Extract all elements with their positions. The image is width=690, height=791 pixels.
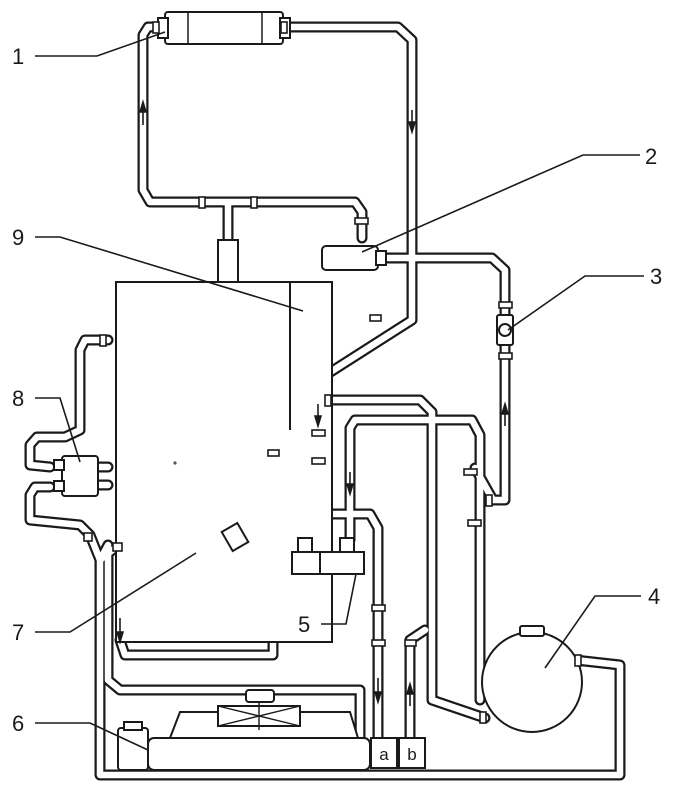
callout-8: 8 — [12, 386, 24, 411]
coolant-valve-2 — [321, 245, 387, 271]
engine-block — [115, 281, 333, 643]
callout-7: 7 — [12, 620, 24, 645]
pump-b-label: b — [407, 745, 416, 764]
callout-1: 1 — [12, 44, 24, 69]
cooler-unit-8 — [53, 455, 99, 497]
radiator-6 — [117, 689, 371, 771]
callout-2: 2 — [645, 144, 657, 169]
pump-a: a — [370, 737, 398, 769]
heater-core — [157, 11, 291, 45]
fan-icon — [217, 702, 301, 730]
pump-a-label: a — [379, 745, 389, 764]
callout-5: 5 — [298, 612, 310, 637]
callout-4: 4 — [648, 584, 660, 609]
engine-outlet-neck — [217, 239, 239, 283]
flow-arrows — [115, 99, 510, 706]
callout-labels: 1 2 3 4 5 6 7 8 9 — [12, 44, 662, 736]
pump-b: b — [398, 737, 426, 769]
callout-3: 3 — [650, 264, 662, 289]
callout-6: 6 — [12, 711, 24, 736]
hose-clamps — [83, 21, 582, 724]
non-return-valve-3 — [496, 314, 514, 346]
expansion-tank-4 — [481, 625, 583, 733]
callout-9: 9 — [12, 225, 24, 250]
leader-lines — [35, 31, 644, 751]
coolant-distributor-5 — [291, 537, 365, 575]
thermostat-flange — [220, 521, 250, 553]
